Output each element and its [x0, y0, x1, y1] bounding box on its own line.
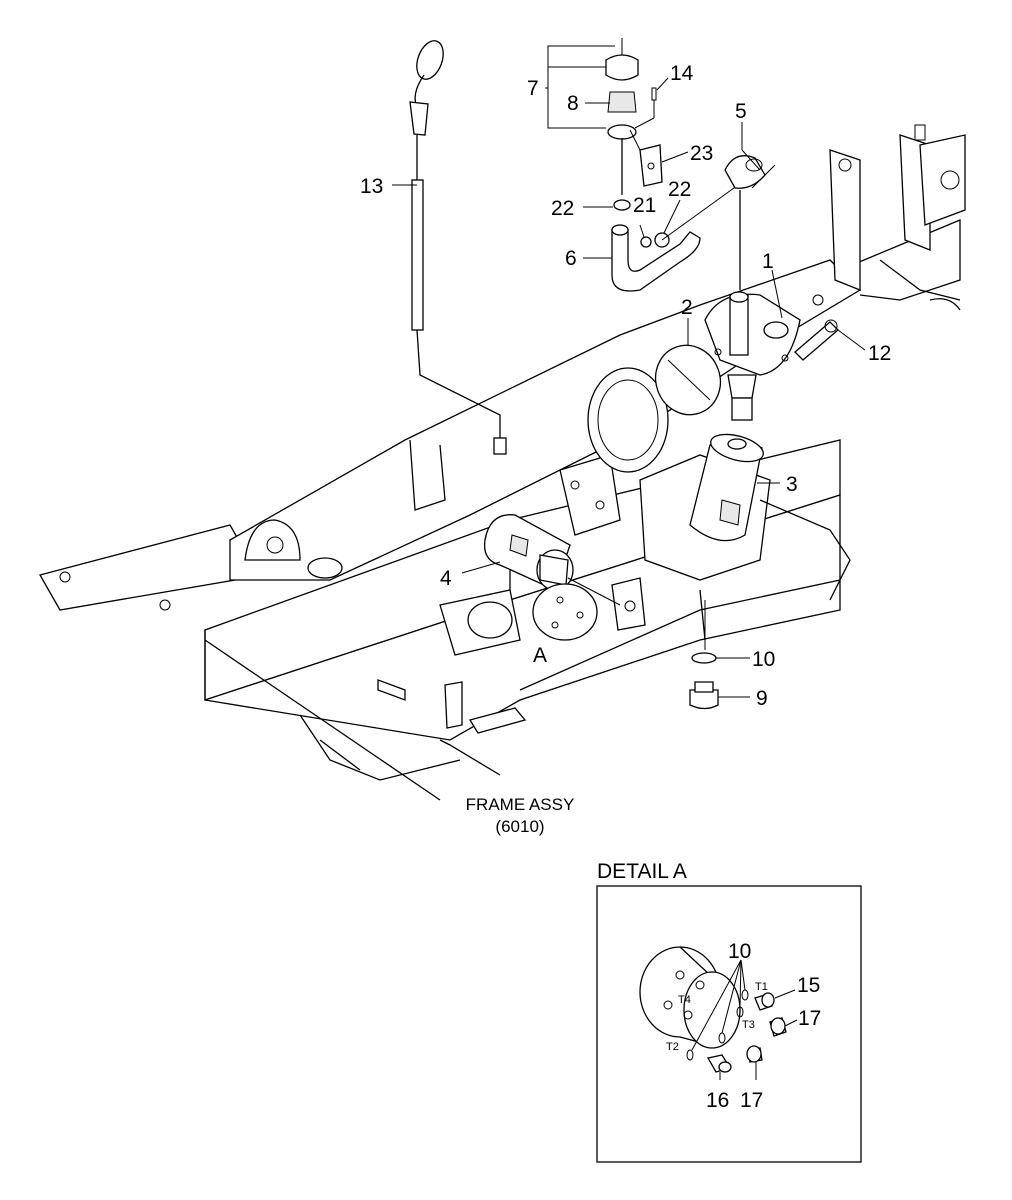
callout-4: 4 [440, 567, 452, 590]
breather-assembly [704, 155, 839, 421]
callout-14: 14 [670, 62, 694, 85]
detail-reference-a: A [533, 644, 547, 667]
detail-callout-15: 15 [797, 974, 820, 997]
callout-7: 7 [527, 77, 539, 100]
callout-labels: 1 2 3 4 5 6 7 8 9 10 12 13 14 21 22 22 2… [360, 62, 891, 710]
breather-hose [611, 179, 746, 292]
callout-5: 5 [735, 100, 747, 123]
callout-13: 13 [360, 175, 383, 198]
torque-mark-t2: T2 [666, 1041, 679, 1053]
callout-6: 6 [565, 247, 577, 270]
callout-22-left: 22 [551, 197, 574, 220]
callout-2: 2 [681, 296, 693, 319]
frame-assy-label: FRAME ASSY (6010) [466, 795, 575, 836]
gasket [654, 344, 722, 416]
frame-assy-name: FRAME ASSY [466, 795, 575, 814]
callout-9: 9 [756, 687, 768, 710]
torque-mark-t1: T1 [755, 981, 768, 993]
torque-mark-t3: T3 [742, 1019, 755, 1031]
return-filter [689, 433, 764, 542]
callout-23: 23 [690, 142, 713, 165]
detail-callout-16: 16 [706, 1089, 729, 1112]
callout-10: 10 [752, 648, 775, 671]
detail-callout-17-right: 17 [798, 1007, 821, 1030]
detail-a-title: DETAIL A [597, 860, 687, 883]
detail-a-panel: DETAIL A 10 15 17 [596, 860, 862, 1163]
dipstick [409, 40, 507, 455]
breather-cap-assembly [605, 38, 663, 195]
callout-21: 21 [633, 194, 656, 217]
callout-22-right: 22 [668, 178, 691, 201]
callout-1: 1 [762, 250, 774, 273]
torque-mark-t4: T4 [678, 994, 691, 1006]
leader-lines [392, 45, 866, 698]
callout-12: 12 [868, 342, 891, 365]
frame-assembly [39, 124, 966, 801]
detail-a-frame [596, 885, 862, 1163]
detail-callout-10: 10 [728, 940, 751, 963]
suction-filter [483, 514, 621, 641]
frame-assy-code: (6010) [495, 817, 544, 836]
callout-3: 3 [786, 473, 798, 496]
callout-8: 8 [567, 92, 579, 115]
detail-callout-17-bottom: 17 [740, 1089, 763, 1112]
